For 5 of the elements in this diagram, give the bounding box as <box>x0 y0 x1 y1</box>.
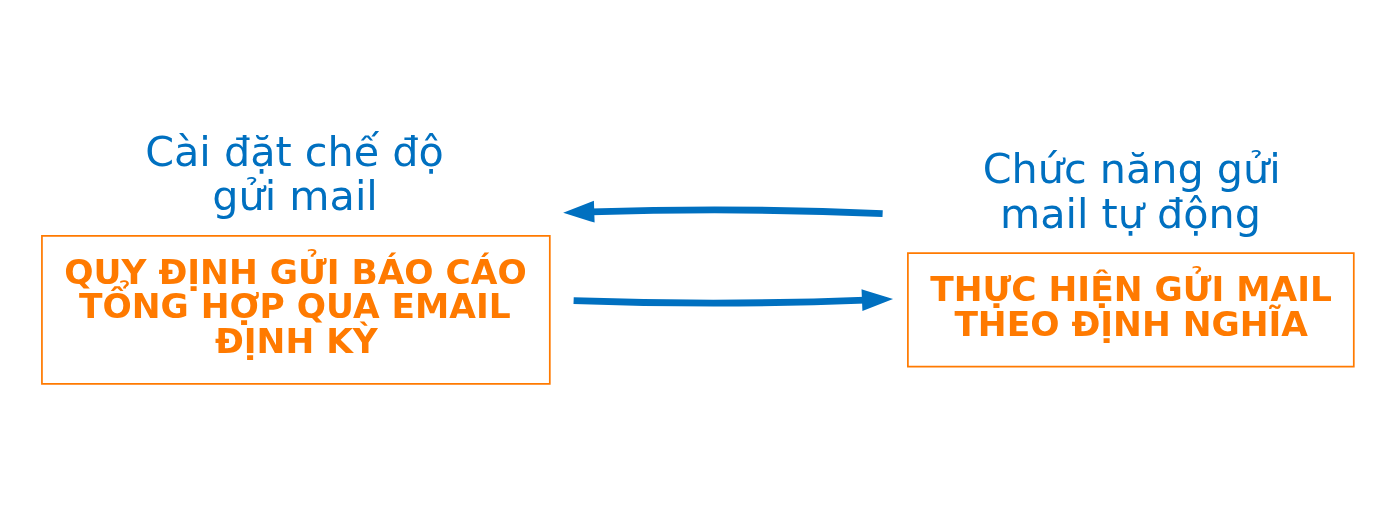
node-label: Cài đặt chế độ gửi mail <box>145 127 444 221</box>
node-box: QUY ĐỊNH GỬI BÁO CÁO TỔNG HỢP QUA EMAIL ĐỊNH KỲ <box>41 235 551 385</box>
node-box: THỰC HIỆN GỬI MAIL THEO ĐỊNH NGHĨA <box>907 252 1355 368</box>
node-label: Chức năng gửi mail tự động <box>982 144 1281 238</box>
arrow <box>573 289 894 312</box>
